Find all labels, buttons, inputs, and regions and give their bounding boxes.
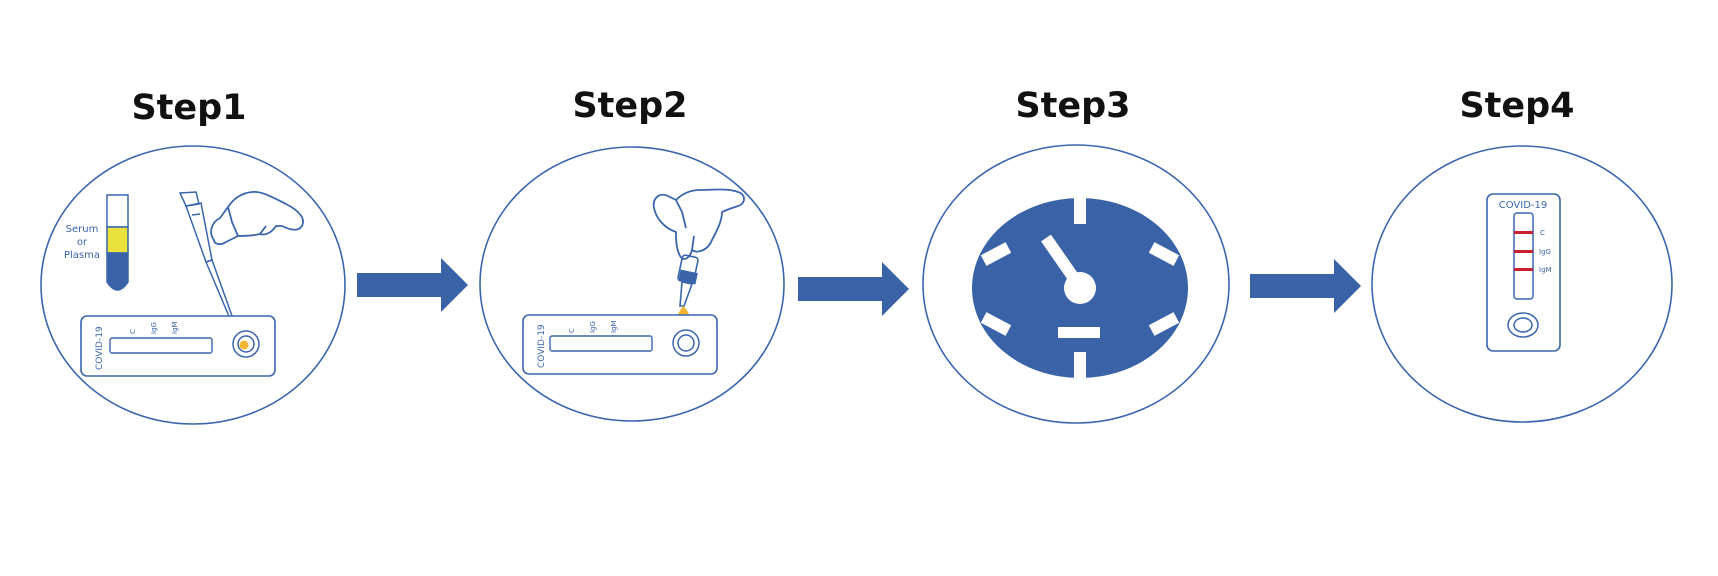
- arrow-right-icon: [798, 262, 909, 316]
- step4-cassette-brand: COVID-19: [1499, 200, 1548, 211]
- step4-line-c: C: [1540, 229, 1545, 237]
- hand-icon: [210, 191, 304, 246]
- step4-line-igm: IgM: [1539, 266, 1552, 274]
- step1-line-igg: IgG: [150, 322, 158, 334]
- step2-line-c: C: [568, 328, 576, 333]
- step1-circle: [40, 145, 346, 425]
- arrow-right-icon: [357, 258, 468, 312]
- timer-icon: [972, 196, 1188, 380]
- dropper-icon: [677, 254, 699, 307]
- step4-circle: [1371, 145, 1673, 423]
- step2-cassette: [522, 314, 718, 375]
- tube-label-or: or: [77, 237, 88, 248]
- tube-label-plasma: Plasma: [64, 250, 100, 261]
- step1-line-c: C: [129, 329, 137, 334]
- pipette-icon: [178, 191, 237, 330]
- hand-icon: [652, 188, 745, 260]
- step4-title: Step4: [1459, 86, 1575, 126]
- step2-circle: [479, 146, 785, 422]
- step4-line-igg: IgG: [1539, 248, 1551, 256]
- step2-line-igg: IgG: [589, 321, 597, 333]
- step4-cassette: [1486, 193, 1561, 352]
- tube-label-serum: Serum: [66, 224, 99, 235]
- arrow-right-icon: [1250, 259, 1361, 313]
- step3-circle: [922, 144, 1230, 424]
- step1-line-igm: IgM: [171, 321, 179, 334]
- step1-cassette: [80, 315, 276, 377]
- step2-line-igm: IgM: [610, 320, 618, 333]
- step1-title: Step1: [131, 88, 247, 128]
- step3-title: Step3: [1015, 86, 1131, 126]
- step2-title: Step2: [572, 86, 688, 126]
- test-tube-icon: [106, 194, 129, 291]
- step2-cassette-brand: COVID-19: [537, 324, 547, 368]
- step1-cassette-brand: COVID-19: [95, 326, 105, 370]
